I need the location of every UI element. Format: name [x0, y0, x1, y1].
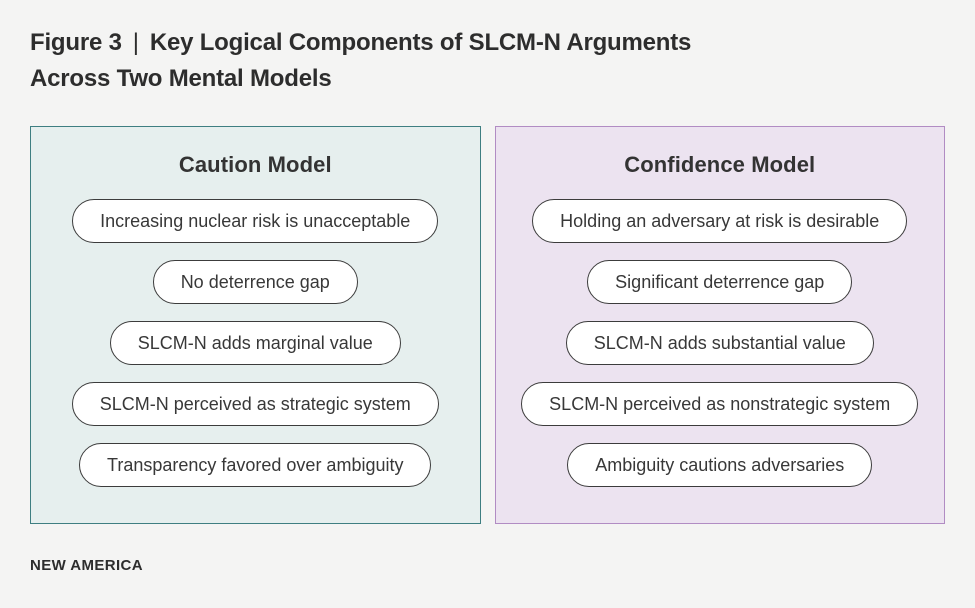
new-america-wordmark: NEW AMERICA [30, 557, 144, 574]
confidence-model-pill-list: Holding an adversary at risk is desirabl… [496, 199, 945, 487]
argument-pill-caution-4: SLCM-N perceived as strategic system [71, 382, 439, 426]
confidence-model-title: Confidence Model [624, 152, 816, 177]
argument-pill-caution-2: No deterrence gap [152, 260, 358, 304]
argument-pill-confidence-5: Ambiguity cautions adversaries [567, 443, 873, 487]
argument-pill-confidence-1: Holding an adversary at risk is desirabl… [532, 199, 908, 243]
figure-title-line1: Figure 3 | Key Logical Components of SLCM-… [30, 25, 945, 61]
argument-pill-caution-3: SLCM-N adds marginal value [109, 321, 401, 365]
figure-header: Figure 3 | Key Logical Components of SLCM-… [30, 0, 945, 97]
mental-models-panels: Caution Model Increasing nuclear risk is… [30, 126, 945, 524]
caution-model-pill-list: Increasing nuclear risk is unacceptable … [31, 199, 480, 487]
argument-pill-confidence-4: SLCM-N perceived as nonstrategic system [521, 382, 919, 426]
confidence-model-panel: Confidence Model Holding an adversary at… [494, 126, 945, 524]
figure-footer: NEW AMERICA [30, 557, 945, 574]
argument-pill-confidence-2: Significant deterrence gap [587, 260, 853, 304]
figure-title-line2: Across Two Mental Models [30, 65, 332, 92]
figure-title: Figure 3 | Key Logical Components of SLCM-… [30, 0, 945, 97]
caution-model-title: Caution Model [178, 152, 332, 177]
figure-label: Figure 3 [30, 29, 122, 56]
figure-separator: | [132, 29, 139, 56]
caution-model-panel: Caution Model Increasing nuclear risk is… [30, 126, 481, 524]
figure-title-text: Key Logical Components of SLCM-N Argumen… [149, 29, 692, 56]
argument-pill-caution-5: Transparency favored over ambiguity [79, 443, 432, 487]
argument-pill-caution-1: Increasing nuclear risk is unacceptable [72, 199, 439, 243]
argument-pill-confidence-3: SLCM-N adds substantial value [565, 321, 874, 365]
